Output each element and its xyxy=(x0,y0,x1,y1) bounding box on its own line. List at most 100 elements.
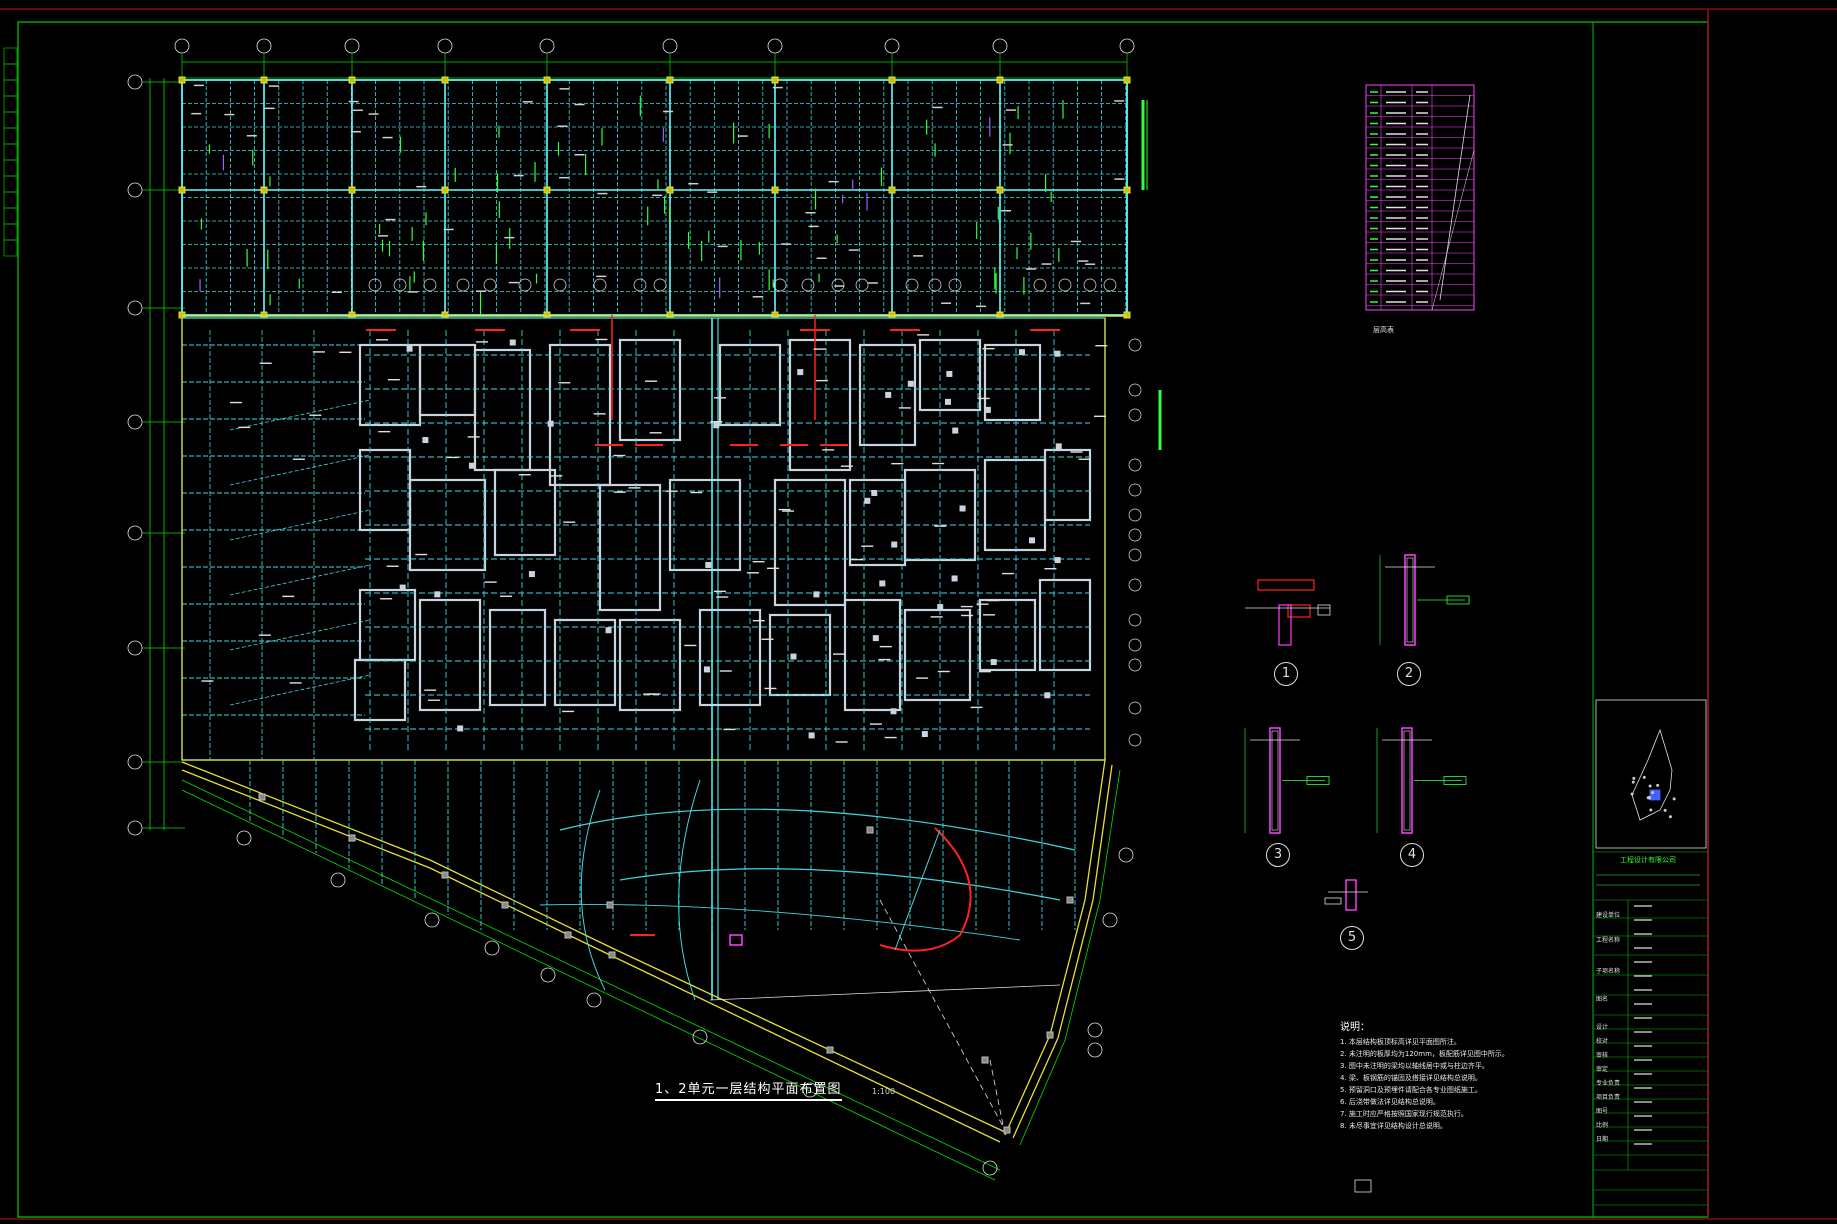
column xyxy=(260,76,268,84)
detail-section-core xyxy=(1406,557,1414,643)
curved-beam xyxy=(580,789,606,991)
magenta-mark xyxy=(729,934,743,946)
curved-beam xyxy=(539,904,1021,941)
room-wall xyxy=(553,618,617,707)
diagonal-beam xyxy=(229,674,371,706)
tb-row-label: 项目负责 xyxy=(1596,1094,1621,1101)
column xyxy=(543,311,551,319)
tb-row-label: 子项名称 xyxy=(1596,968,1621,975)
slab-edge xyxy=(879,899,1006,1131)
margin-stamp-cell xyxy=(3,191,18,209)
grid-bubble xyxy=(236,830,252,846)
grid-bubble xyxy=(1087,1022,1103,1038)
detail-callout-1: 1 xyxy=(1274,662,1298,686)
diagonal-dimension-line xyxy=(181,779,1001,1171)
wedge-zone xyxy=(181,759,1134,1181)
column xyxy=(608,951,616,959)
column xyxy=(348,311,356,319)
grid-bubble xyxy=(948,278,962,292)
detail-beam xyxy=(1287,604,1311,618)
drawing-frame xyxy=(0,8,1837,1220)
column xyxy=(605,627,612,634)
column xyxy=(866,826,874,834)
room-wall xyxy=(358,343,422,427)
detail-callout-5: 5 xyxy=(1340,926,1364,950)
margin-stamp-cell xyxy=(3,95,18,113)
column xyxy=(879,580,886,587)
detail-section-wall xyxy=(1278,604,1292,646)
column xyxy=(907,380,914,387)
detail-slab xyxy=(1257,579,1315,591)
grid-bubble xyxy=(1128,508,1142,522)
tb-row-label: 校对 xyxy=(1596,1038,1609,1045)
diagonal-beam xyxy=(229,564,371,596)
column xyxy=(258,793,266,801)
column xyxy=(951,575,958,582)
note-line: 8. 未尽事宜详见结构设计总说明。 xyxy=(1340,1122,1447,1130)
column xyxy=(1029,537,1036,544)
room-wall xyxy=(353,658,407,722)
column xyxy=(1066,896,1074,904)
grid-bubble xyxy=(539,38,555,54)
detail-section-wall xyxy=(1269,727,1281,834)
note-line: 6. 后浇带做法详见结构总说明。 xyxy=(1340,1098,1440,1106)
detail-section-core xyxy=(1403,730,1411,831)
tb-row-label: 工程名称 xyxy=(1596,937,1621,944)
column xyxy=(666,186,674,194)
detail-tag xyxy=(1446,595,1470,605)
column xyxy=(666,311,674,319)
grid-bubble xyxy=(483,278,497,292)
note-line: 5. 预留洞口及预埋件请配合各专业图纸施工。 xyxy=(1340,1086,1482,1094)
grid-bubble xyxy=(1128,408,1142,422)
table-diagonal xyxy=(1439,94,1471,301)
grid-bubble xyxy=(330,872,346,888)
grid-bubble xyxy=(1128,548,1142,562)
room-wall xyxy=(858,343,917,447)
column xyxy=(864,497,871,504)
tb-row-label: 建设单位 xyxy=(1596,912,1621,919)
margin-stamp-cell xyxy=(3,79,18,97)
detail-section-wall xyxy=(1404,554,1416,646)
tb-row-label: 图名 xyxy=(1596,996,1609,1003)
grid-bubble xyxy=(801,278,815,292)
column xyxy=(260,311,268,319)
room-wall xyxy=(698,608,762,707)
detail-tag xyxy=(1443,776,1467,785)
grid-bubble xyxy=(484,940,500,956)
column xyxy=(871,489,878,496)
grid-bubble xyxy=(1058,278,1072,292)
room-wall xyxy=(918,338,982,412)
diagonal-beam xyxy=(229,399,371,431)
column xyxy=(348,186,356,194)
grid-bubble xyxy=(127,820,143,836)
grid-bubble xyxy=(437,38,453,54)
column xyxy=(468,462,475,469)
column xyxy=(422,437,429,444)
room-wall xyxy=(618,338,682,442)
grid-bubble xyxy=(127,182,143,198)
tb-row-label: 审核 xyxy=(1596,1052,1609,1059)
column xyxy=(348,76,356,84)
section-details xyxy=(1244,554,1470,911)
margin-stamp-cell xyxy=(3,207,18,225)
tb-row-label: 专业负责 xyxy=(1596,1080,1621,1087)
note-line: 4. 梁、板钢筋的锚固及搭接详见结构总说明。 xyxy=(1340,1074,1482,1082)
room-wall xyxy=(1038,578,1092,672)
title-block-company: 工程设计有限公司 xyxy=(1620,856,1676,864)
right-dimension-line xyxy=(1019,769,1121,1146)
column xyxy=(1123,76,1131,84)
grid-bubble xyxy=(586,992,602,1008)
grid-bubble xyxy=(831,278,845,292)
note-line: 1. 本层结构板顶标高详见平面图所注。 xyxy=(1340,1038,1461,1046)
grid-bubble xyxy=(127,754,143,770)
diagonal-dimension-line xyxy=(181,789,996,1181)
grid-bubble xyxy=(127,525,143,541)
column xyxy=(178,76,186,84)
key-plan-dot xyxy=(1656,783,1660,787)
general-notes: 说明： 1. 本层结构板顶标高详见平面图所注。 2. 未注明的板厚均为120mm… xyxy=(1340,1022,1530,1132)
detail-section-wall xyxy=(1345,879,1357,911)
grid-bubble xyxy=(1128,383,1142,397)
column xyxy=(1046,1031,1054,1039)
grid-bubble xyxy=(1118,847,1134,863)
column xyxy=(1123,311,1131,319)
